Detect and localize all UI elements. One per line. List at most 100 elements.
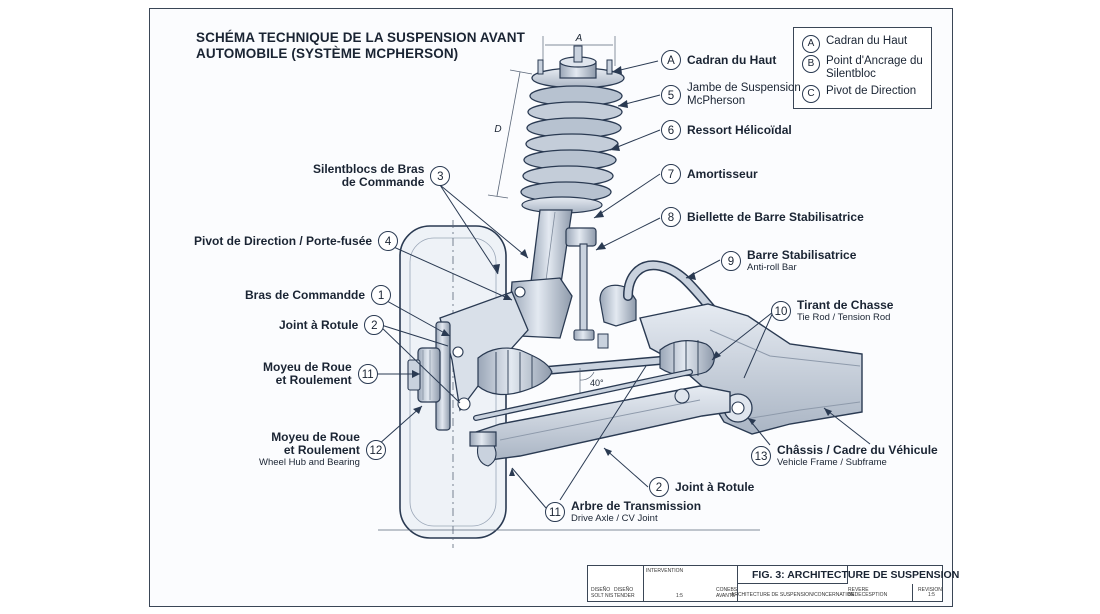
callout-label: Moyeu de Roue xyxy=(271,430,360,444)
callout-amortisseur: 7 Amortisseur xyxy=(661,164,758,184)
callout-badge: 4 xyxy=(378,231,399,251)
figure-title: FIG. 3: ARCHITECTURE DE SUSPENSION xyxy=(752,569,960,581)
callout-barre-stabilisatrice: 9 Barre Stabilisatrice Anti-roll Bar xyxy=(721,249,856,273)
dimension-d: D xyxy=(487,69,533,199)
arrowheads xyxy=(412,66,832,476)
callout-sublabel: Drive Axle / CV Joint xyxy=(571,513,658,524)
callout-badge: 11 xyxy=(357,364,378,384)
callout-badge: 12 xyxy=(365,439,386,460)
callout-badge: 3 xyxy=(430,166,451,186)
title-line-1: SCHÉMA TECHNIQUE DE LA SUSPENSION AVANT xyxy=(196,30,525,45)
lower-control-arm xyxy=(469,385,731,467)
tb-text: SOLT NIS xyxy=(591,593,614,599)
callout-sublabel: Wheel Hub and Bearing xyxy=(259,457,360,468)
legend-box: A Cadran du Haut B Point d'Ancrage du Si… xyxy=(793,27,932,109)
legend-item-a: A Cadran du Haut xyxy=(802,35,926,53)
callout-label: Pivot de Direction / Porte-fusée xyxy=(194,233,373,248)
tb-text: CONEBS xyxy=(716,587,738,593)
title-block xyxy=(587,565,943,602)
tie-rod xyxy=(473,369,693,421)
steering-knuckle xyxy=(439,277,573,412)
callout-badge: 1 xyxy=(371,285,392,305)
callout-label-2: et Roulement xyxy=(275,373,352,387)
legend-key: B xyxy=(802,55,820,73)
wheel-hub xyxy=(407,321,451,431)
callout-label-2: et Roulement xyxy=(283,443,360,457)
tb-text: DISEÑO xyxy=(614,587,634,593)
legend-text: Cadran du Haut xyxy=(826,35,908,47)
callout-badge: 9 xyxy=(721,251,741,271)
callout-label: Jambe de Suspension xyxy=(687,82,801,94)
callout-badge: 11 xyxy=(545,502,565,522)
callout-silentblocs: Silentblocs de Bras de Commande 3 xyxy=(313,162,451,189)
legend-item-c: C Pivot de Direction xyxy=(802,85,926,103)
dimension-a-label: A xyxy=(575,33,583,44)
callout-badge: 2 xyxy=(649,477,669,497)
callout-label: Biellette de Barre Stabilisatrice xyxy=(687,209,864,224)
callout-biellette: 8 Biellette de Barre Stabilisatrice xyxy=(661,207,864,227)
callout-label: Ressort Hélicoïdal xyxy=(687,122,792,137)
callout-badge: 8 xyxy=(661,207,681,227)
callout-label: Bras de Commandde xyxy=(245,287,366,302)
callout-pivot-direction: Pivot de Direction / Porte-fusée 4 xyxy=(194,231,399,251)
callout-label: Joint à Rotule xyxy=(675,479,755,494)
callout-sublabel: Vehicle Frame / Subframe xyxy=(777,457,887,468)
callout-tirant-de-chasse: 10 Tirant de Chasse Tie Rod / Tension Ro… xyxy=(771,299,893,323)
callout-label: Cadran du Haut xyxy=(687,52,777,67)
legend-key: C xyxy=(802,85,820,103)
stabilizer-link xyxy=(565,227,609,349)
callout-ressort: 6 Ressort Hélicoïdal xyxy=(661,120,792,140)
callout-label: Tirant de Chasse xyxy=(797,298,894,312)
dimension-d-label: D xyxy=(494,124,501,135)
callout-label: Châssis / Cadre du Véhicule xyxy=(777,443,938,457)
callout-moyeu-roue-hub: Moyeu de Roue et Roulement Wheel Hub and… xyxy=(259,431,386,468)
callout-chassis: 13 Châssis / Cadre du Véhicule Vehicle F… xyxy=(751,444,938,468)
callout-label: Amortisseur xyxy=(687,166,758,181)
tb-text: REVERE xyxy=(848,587,869,593)
callout-bras-de-commande: Bras de Commandde 1 xyxy=(245,285,392,305)
callout-cadran-du-haut: A Cadran du Haut xyxy=(661,50,776,70)
callout-label-2: de Commande xyxy=(341,175,425,189)
subframe xyxy=(639,303,863,435)
tb-text: AVANTE xyxy=(716,593,736,599)
callout-label-2: McPherson xyxy=(687,95,746,107)
callout-badge: 10 xyxy=(771,301,791,321)
legend-text: Pivot de Direction xyxy=(826,85,917,97)
callout-joint-rotule-lower: 2 Joint à Rotule xyxy=(649,477,754,497)
callout-joint-rotule: Joint à Rotule 2 xyxy=(279,315,385,335)
callout-label: Silentblocs de Bras xyxy=(313,162,425,176)
anti-roll-bar xyxy=(624,261,718,316)
callout-label: Barre Stabilisatrice xyxy=(747,248,857,262)
top-mount xyxy=(531,45,625,89)
legend-key: A xyxy=(802,35,820,53)
angle-marker: 40° xyxy=(579,368,604,394)
title-line-2: AUTOMOBILE (SYSTÈME MCPHERSON) xyxy=(196,46,459,61)
angle-label: 40° xyxy=(590,378,604,388)
callout-badge: 5 xyxy=(661,85,681,105)
drive-axle xyxy=(477,340,715,396)
legend-text: Point d'Ancrage du Silentbloc xyxy=(826,55,923,80)
callout-jambe-suspension: 5 Jambe de Suspension McPherson xyxy=(661,82,801,108)
callout-moyeu-roue: Moyeu de Roue et Roulement 11 xyxy=(263,361,378,387)
callout-label: Joint à Rotule xyxy=(279,317,359,332)
tb-text: BEDECESPTION xyxy=(848,592,888,598)
tb-text: REVISION xyxy=(918,587,942,593)
callout-badge: 2 xyxy=(364,315,385,335)
callout-sublabel: Anti-roll Bar xyxy=(747,262,797,273)
tb-text: 1:5 xyxy=(928,592,935,598)
callout-badge: 7 xyxy=(661,164,681,184)
callout-sublabel: Tie Rod / Tension Rod xyxy=(797,312,891,323)
tb-text: DISEÑO xyxy=(591,587,611,593)
callout-badge: A xyxy=(661,50,681,70)
legend-item-b: B Point d'Ancrage du Silentbloc xyxy=(802,55,926,80)
callout-badge: 6 xyxy=(661,120,681,140)
tb-text: INTERVENTION xyxy=(646,568,684,574)
tb-text: 1:5 xyxy=(676,593,683,599)
coil-spring xyxy=(520,85,623,203)
callout-label: Arbre de Transmission xyxy=(571,499,702,513)
tb-text: TENDER xyxy=(614,593,635,599)
callout-label: Moyeu de Roue xyxy=(263,360,352,374)
page-title: SCHÉMA TECHNIQUE DE LA SUSPENSION AVANT … xyxy=(196,30,525,62)
callout-arbre-transmission: 11 Arbre de Transmission Drive Axle / CV… xyxy=(545,500,701,524)
